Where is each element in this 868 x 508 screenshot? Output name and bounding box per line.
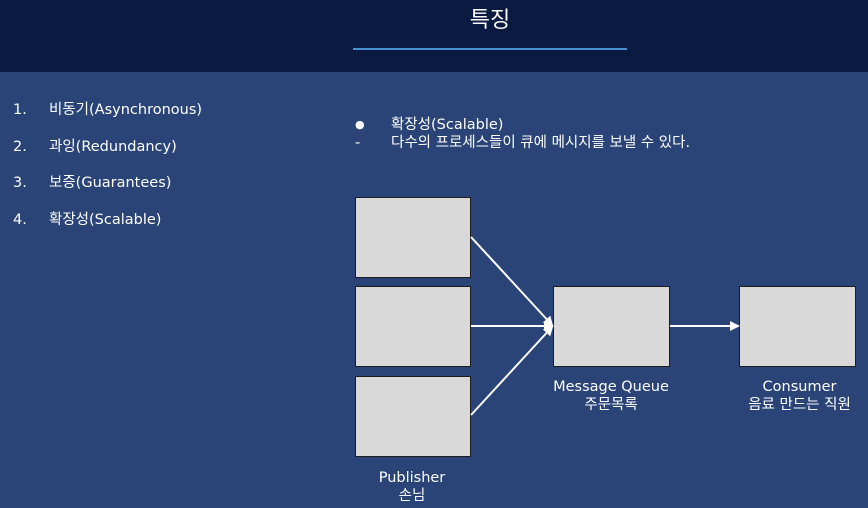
publisher-caption: Publisher 손님 (352, 469, 472, 505)
publisher-box-1 (355, 197, 471, 278)
arrow-publisher1-to-queue (470, 236, 554, 327)
feature-list: 1. 비동기(Asynchronous) 2. 과잉(Redundancy) 3. 보… (13, 100, 202, 246)
list-item-number: 1. (13, 102, 27, 118)
list-item: 3. 보증(Guarantees) (13, 173, 202, 210)
arrow-publisher3-to-queue (470, 325, 554, 416)
list-item: 2. 과잉(Redundancy) (13, 137, 202, 174)
queue-label: Message Queue (553, 379, 669, 395)
queue-caption: Message Queue 주문목록 (541, 378, 681, 414)
list-item: 4. 확장성(Scalable) (13, 210, 202, 247)
list-item-label: 확장성(Scalable) (49, 211, 162, 228)
list-item-label: 보증(Guarantees) (49, 175, 172, 191)
publisher-sublabel: 손님 (398, 488, 426, 504)
list-item-number: 4. (13, 211, 27, 228)
list-item-number: 2. (13, 138, 27, 155)
detail-heading: 확장성(Scalable) (391, 117, 504, 133)
consumer-caption: Consumer 음료 만드는 직원 (733, 378, 866, 414)
publisher-box-3 (355, 376, 471, 457)
header-bar: 특징 (0, 0, 868, 72)
title-underline (353, 48, 627, 50)
publisher-box-2 (355, 286, 471, 367)
dash-icon: - (355, 135, 361, 151)
list-item-label: 비동기(Asynchronous) (49, 102, 203, 118)
consumer-sublabel: 음료 만드는 직원 (748, 397, 851, 413)
detail-description: 다수의 프로세스들이 큐에 메시지를 보낼 수 있다. (391, 135, 691, 151)
publisher-label: Publisher (378, 470, 446, 486)
bullet-icon: ● (355, 118, 365, 131)
list-item: 1. 비동기(Asynchronous) (13, 100, 202, 137)
list-item-number: 3. (13, 175, 27, 191)
queue-sublabel: 주문목록 (584, 397, 638, 413)
page-title: 특징 (469, 8, 511, 33)
consumer-label: Consumer (762, 379, 837, 395)
list-item-label: 과잉(Redundancy) (49, 138, 177, 155)
